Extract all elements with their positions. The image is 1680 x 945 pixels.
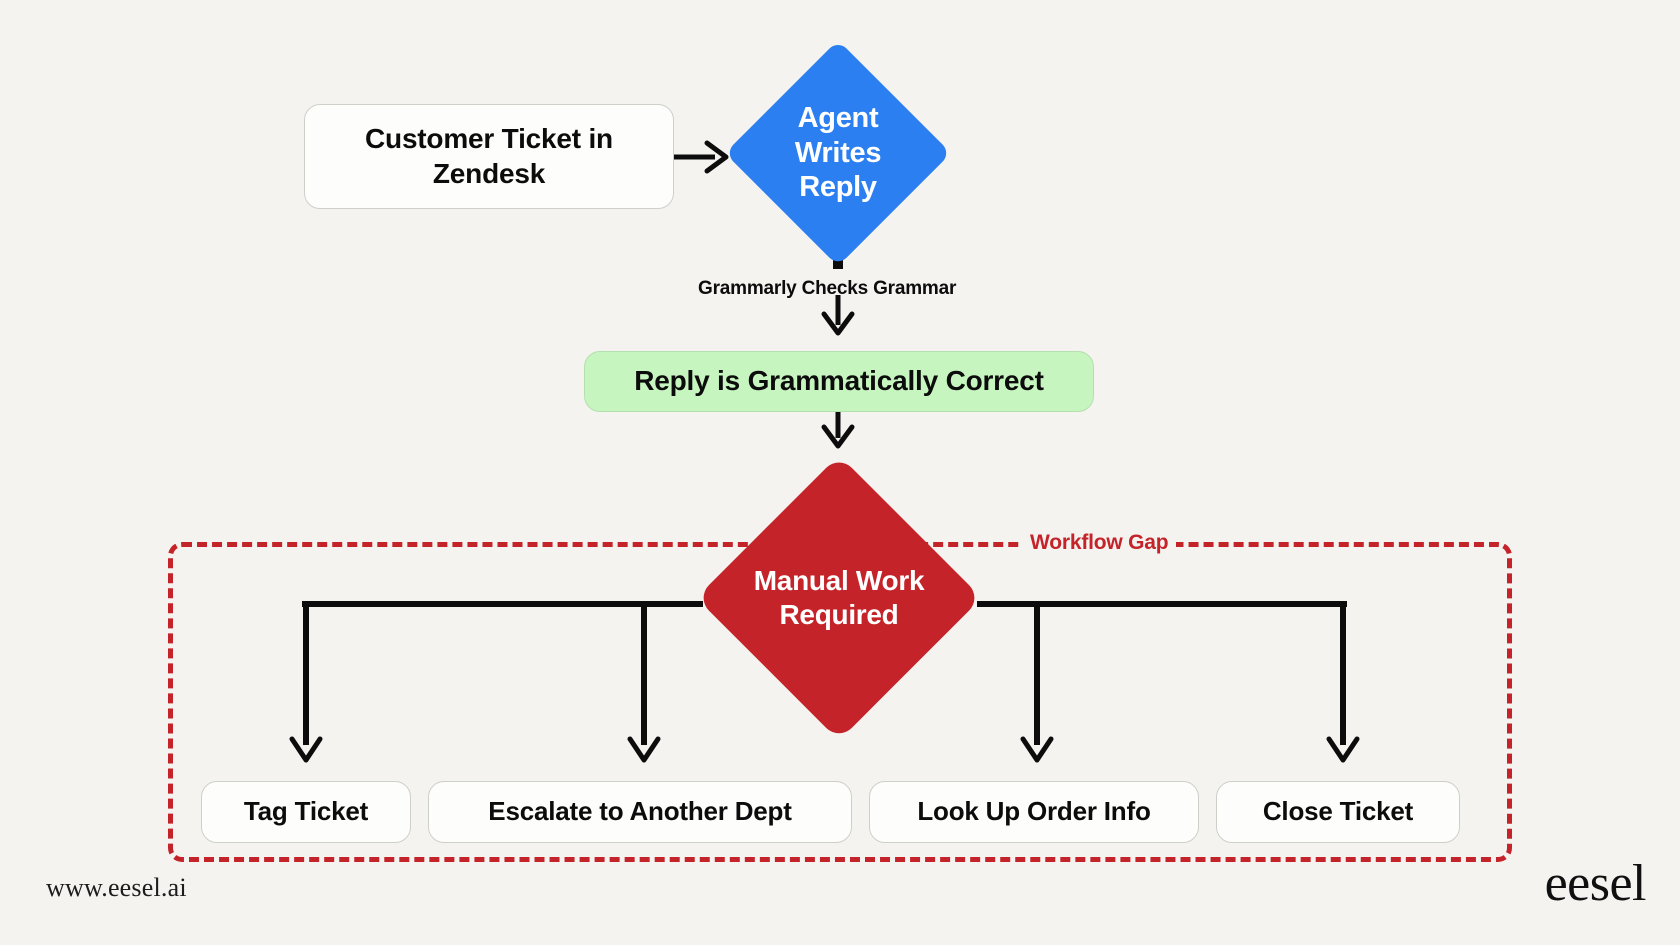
node-reply-correct[interactable]: Reply is Grammatically Correct [584, 351, 1094, 412]
edge-label-grammarly: Grammarly Checks Grammar [698, 278, 957, 299]
outcome-tag-ticket-label: Tag Ticket [243, 796, 369, 827]
node-reply-correct-label: Reply is Grammatically Correct [634, 365, 1044, 397]
outcome-look-up-order[interactable]: Look Up Order Info [869, 781, 1199, 843]
workflow-gap-label: Workflow Gap [1022, 531, 1177, 555]
node-customer-ticket[interactable]: Customer Ticket in Zendesk [304, 104, 674, 209]
outcome-close-ticket[interactable]: Close Ticket [1216, 781, 1460, 843]
node-agent-writes-reply-label: Agent Writes Reply [794, 101, 882, 204]
outcome-close-ticket-label: Close Ticket [1262, 796, 1414, 827]
outcome-escalate-label: Escalate to Another Dept [488, 796, 792, 827]
footer-url[interactable]: www.eesel.ai [46, 873, 187, 902]
footer-logo-eesel: eesel [1544, 855, 1647, 912]
edge-grammarly-to-correct [821, 295, 855, 336]
node-manual-work-required-label: Manual Work Required [753, 565, 925, 630]
outcome-escalate[interactable]: Escalate to Another Dept [428, 781, 852, 843]
node-agent-writes-reply[interactable]: Agent Writes Reply [725, 40, 951, 266]
outcome-tag-ticket[interactable]: Tag Ticket [201, 781, 411, 843]
node-manual-work-required[interactable]: Manual Work Required [696, 455, 982, 741]
node-customer-ticket-label: Customer Ticket in Zendesk [365, 123, 613, 189]
edge-correct-to-manual [821, 412, 855, 449]
edge-start-to-agent [674, 140, 729, 174]
outcome-look-up-order-label: Look Up Order Info [917, 796, 1151, 827]
